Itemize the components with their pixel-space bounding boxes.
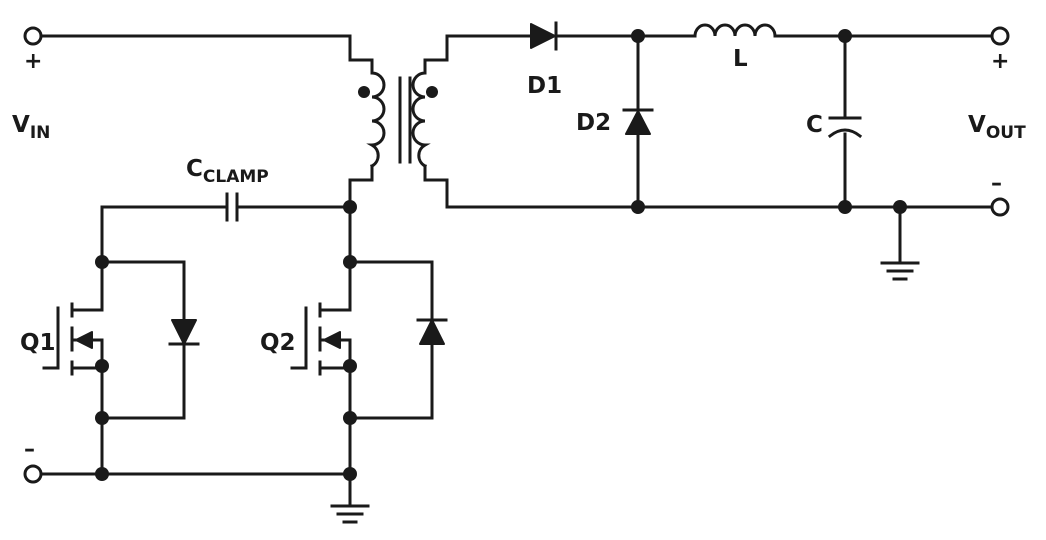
input-side-wiring xyxy=(38,34,374,507)
primary-winding xyxy=(366,68,386,169)
q1-label: Q1 xyxy=(20,330,56,356)
cclamp-label: CCLAMP xyxy=(186,156,269,187)
vout-label: VOUT xyxy=(968,112,1026,143)
q2-mosfet xyxy=(290,260,448,476)
d1-diode xyxy=(530,21,558,51)
transformer xyxy=(358,68,438,169)
l-label: L xyxy=(733,46,748,72)
output-ground-icon xyxy=(880,261,920,281)
vout-minus-sign: – xyxy=(991,171,1002,196)
vout-plus-sign: + xyxy=(991,49,1009,74)
vout-plus-terminal xyxy=(990,26,1010,46)
vin-plus-terminal xyxy=(23,26,43,46)
d1-label: D1 xyxy=(527,73,562,99)
vout-minus-terminal xyxy=(990,197,1010,217)
vin-minus-terminal xyxy=(23,464,43,484)
primary-dot xyxy=(358,86,370,98)
secondary-dot xyxy=(426,86,438,98)
d2-diode xyxy=(622,108,654,135)
vin-minus-sign: – xyxy=(24,437,35,462)
d2-label: D2 xyxy=(576,110,611,136)
c-label: C xyxy=(806,112,823,138)
output-side-wiring xyxy=(423,34,995,264)
vin-label: VIN xyxy=(12,112,50,143)
input-ground-icon xyxy=(330,504,370,524)
junction-dots xyxy=(95,29,907,481)
secondary-winding xyxy=(411,68,431,169)
inductor-l xyxy=(693,23,777,38)
clamp-capacitor xyxy=(225,192,239,222)
q2-label: Q2 xyxy=(260,330,296,356)
output-capacitor xyxy=(827,116,863,139)
q1-mosfet xyxy=(42,260,200,476)
vin-plus-sign: + xyxy=(24,49,42,74)
